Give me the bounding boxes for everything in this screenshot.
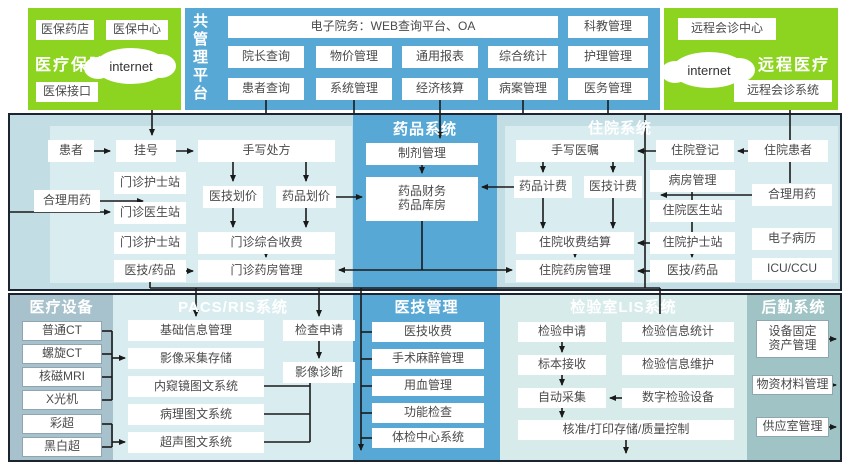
medtech-title: 医技管理 (394, 298, 459, 316)
ct-box: 普通CT (22, 321, 102, 341)
platform-banner-box: 电子院务：WEB查询平台、OA (228, 16, 558, 38)
equipment-title: 医疗设备 (29, 298, 94, 316)
pacs-endoscope-box: 内窥镜图文系统 (128, 376, 264, 397)
insurance-pharmacy-box: 医保药店 (36, 20, 94, 40)
outpatient-nurse-station-box: 门诊护士站 (114, 172, 186, 194)
inpatient-techdrug-box: 医技/药品 (650, 260, 735, 282)
approve-print-qc-box: 核准/打印存储/质量控制 (518, 420, 734, 440)
medtech-fee-box: 医技收费 (372, 322, 484, 342)
telemedicine-title: 远程医疗 (757, 57, 830, 74)
lis-title: 检验室LIS系统 (570, 298, 677, 316)
fixed-asset-line2: 资产管理 (768, 338, 817, 352)
outpatient-pharmacy-box: 门诊药房管理 (198, 260, 335, 282)
digital-lab-device-box: 数字检验设备 (622, 388, 734, 408)
ward-mgmt-box: 病房管理 (650, 170, 735, 192)
lab-maintain-box: 检验信息维护 (622, 355, 734, 375)
checkup-center-box: 体检中心系统 (372, 428, 484, 448)
bw-ultrasound-box: 黑白超 (22, 437, 102, 457)
platform-records-box: 病案管理 (488, 78, 558, 100)
lab-stats-box: 检验信息统计 (622, 322, 734, 342)
platform-system-mgmt-box: 系统管理 (316, 78, 392, 100)
anesthesia-box: 手术麻醉管理 (372, 349, 484, 369)
sample-receive-box: 标本接收 (518, 355, 606, 375)
function-exam-box: 功能检查 (372, 403, 484, 423)
xray-box: X光机 (22, 390, 102, 410)
drug-billing-box: 药品计费 (514, 176, 572, 198)
fixed-asset-line1: 设备固定 (768, 324, 817, 339)
platform-medical-affairs-box: 医务管理 (568, 78, 648, 100)
pacs-ultrasound-box: 超声图文系统 (128, 432, 264, 453)
insurance-center-box: 医保中心 (106, 20, 168, 40)
register-box: 挂号 (116, 140, 176, 162)
outpatient-nurse-station2-box: 门诊护士站 (114, 232, 186, 254)
mri-box: 核磁MRI (22, 367, 102, 387)
outpatient-doctor-station-box: 门诊医生站 (114, 202, 186, 224)
inpatient-title: 住院系统 (587, 119, 652, 137)
platform-statistics-box: 综合统计 (488, 46, 558, 68)
outpatient-techdrug-box: 医技/药品 (114, 260, 186, 282)
insurance-interface-box: 医保接口 (36, 82, 98, 102)
lab-request-box: 检验申请 (518, 322, 606, 342)
tech-billing-box: 医技计费 (584, 176, 642, 198)
inpatient-pharmacy-box: 住院药房管理 (516, 260, 634, 282)
inpatient-doctor-station-box: 住院医生站 (650, 200, 735, 222)
pacs-title: PACS/RIS系统 (178, 298, 288, 316)
tele-system-box: 远程会诊系统 (734, 80, 832, 102)
handwritten-orders-box: 手写医嘱 (516, 140, 634, 162)
inpatient-nurse-station-box: 住院护士站 (650, 232, 735, 254)
supply-room-box: 供应室管理 (756, 417, 829, 437)
pacs-basic-info-box: 基础信息管理 (128, 320, 264, 341)
image-diagnosis-box: 影像诊断 (283, 362, 355, 383)
platform-title: 共管理平台 (191, 13, 208, 103)
platform-director-query-box: 院长查询 (228, 46, 304, 68)
prescription-box: 手写处方 (198, 140, 335, 162)
platform-nursing-box: 护理管理 (568, 46, 648, 68)
auto-collect-box: 自动采集 (518, 388, 606, 408)
tele-internet-cloud: internet (661, 52, 755, 88)
drug-system-title: 药品系统 (392, 120, 457, 138)
inpatient-registration-box: 住院登记 (656, 140, 734, 162)
icu-ccu-box: ICU/CCU (752, 258, 832, 280)
pacs-pathology-box: 病理图文系统 (128, 404, 264, 425)
drug-finance-line: 药品财务 (397, 184, 446, 199)
logistics-title: 后勤系统 (761, 298, 826, 316)
outpatient-fee-box: 门诊综合收费 (198, 232, 335, 254)
tech-pricing-box: 医技划价 (203, 186, 263, 208)
platform-patient-query-box: 患者查询 (228, 78, 304, 100)
fixed-asset-box: 设备固定 资产管理 (756, 320, 829, 358)
inpatient-settlement-box: 住院收费结算 (516, 232, 634, 254)
color-ultrasound-box: 彩超 (22, 414, 102, 434)
drug-finance-warehouse-box: 药品财务 药品库房 (366, 177, 478, 221)
inpatient-patient-box: 住院患者 (748, 140, 828, 162)
blood-mgmt-box: 用血管理 (372, 376, 484, 396)
tele-center-box: 远程会诊中心 (678, 18, 776, 40)
material-mgmt-box: 物资材料管理 (752, 375, 833, 395)
insurance-internet-cloud: internet (84, 48, 176, 84)
platform-economy-box: 经济核算 (402, 78, 478, 100)
drug-pricing-box: 药品划价 (276, 186, 336, 208)
drug-warehouse-line: 药品库房 (397, 198, 446, 212)
platform-science-box: 科教管理 (568, 16, 648, 38)
platform-price-mgmt-box: 物价管理 (316, 46, 392, 68)
rational-drug-box: 合理用药 (34, 190, 100, 212)
spiral-ct-box: 螺旋CT (22, 344, 102, 364)
platform-report-box: 通用报表 (402, 46, 478, 68)
pacs-image-storage-box: 影像采集存储 (128, 348, 264, 369)
inpatient-rational-drug-box: 合理用药 (752, 184, 832, 206)
preparation-box: 制剂管理 (366, 143, 478, 165)
exam-request-box: 检查申请 (283, 320, 355, 341)
patient-box: 患者 (48, 140, 94, 162)
emr-box: 电子病历 (752, 228, 832, 250)
